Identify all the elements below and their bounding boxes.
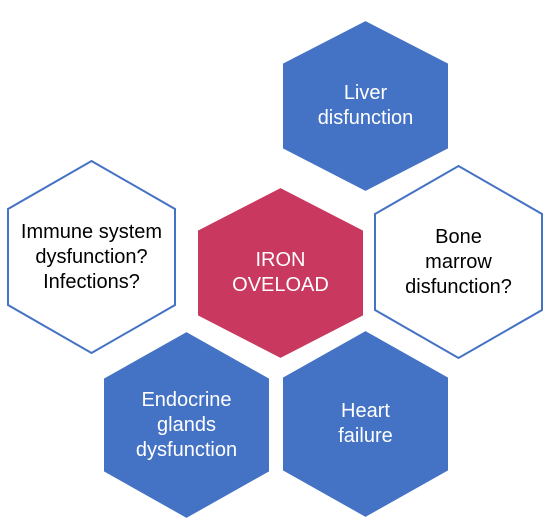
hexagon-label: Liver disfunction (317, 82, 414, 129)
hexagon-label: Endocrine glands dysfunction (135, 388, 238, 461)
hexagon-shape (374, 164, 543, 360)
hexagon-shape (7, 159, 176, 355)
hexagon-immune-system: Immune system dysfunction? Infections? (7, 159, 176, 355)
hexagon-bone-marrow: Bone marrow disfunction? (374, 164, 543, 360)
hexagon-endocrine-glands: Endocrine glands dysfunction (102, 329, 271, 521)
hexagon-shape (281, 328, 450, 520)
hexagon-liver-disfunction: Liver disfunction (281, 18, 450, 194)
center-hexagon-iron-overload: IRON OVELOAD (196, 185, 365, 361)
hexagon-shape (102, 329, 271, 521)
hexagon-shape (281, 18, 450, 194)
hexagon-label: Heart failure (338, 400, 393, 447)
hexagon-label: IRON OVELOAD (232, 249, 329, 296)
hexagon-heart-failure: Heart failure (281, 328, 450, 520)
hexagon-shape (196, 185, 365, 361)
hexagon-label: Immune system dysfunction? Infections? (20, 220, 163, 293)
hexagon-label: Bone marrow disfunction? (405, 225, 512, 298)
